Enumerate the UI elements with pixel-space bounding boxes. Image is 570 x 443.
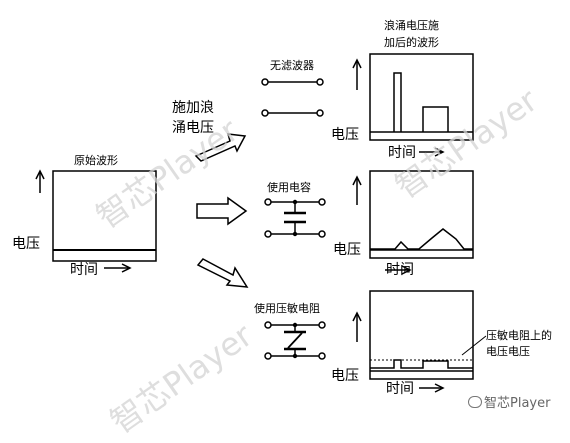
voltage-arrow-3 (352, 311, 362, 342)
block-arrow-up (194, 133, 247, 162)
capacitor-label: 使用电容 (267, 181, 311, 194)
varistor-zigzag (287, 332, 303, 349)
no-filter-symbol (261, 78, 324, 117)
surge-bump-no-filter (422, 106, 449, 132)
waveform-box-capacitor (369, 170, 474, 259)
original-waveform-box (52, 170, 157, 262)
clamped-trace-varistor (370, 359, 473, 369)
original-voltage-arrow (35, 169, 45, 193)
voltage-arrow-1 (352, 58, 362, 90)
filtered-trace-capacitor (370, 228, 473, 250)
voltage-label-2: 电压 (333, 242, 361, 258)
varistor-junction-bottom (292, 353, 298, 359)
capacitor-symbol (264, 198, 326, 238)
block-arrow-down (196, 258, 249, 288)
time-label-1: 时间 (388, 145, 416, 161)
time-arrow-2 (385, 265, 412, 275)
annotation-leader-line (461, 335, 487, 356)
varistor-junction-top (292, 322, 298, 328)
diagram-canvas (35, 53, 487, 393)
waveform-box-no-filter (369, 53, 474, 141)
watermark-badge: 智芯Player (468, 392, 550, 411)
varistor-symbol (264, 321, 326, 360)
surge-filter-diagram: 原始波形 电压 时间 施加浪 涌电压 浪涌电压施 加后的波形 无滤波器 电压 时… (12, 19, 552, 441)
capacitor-junction-bottom (292, 231, 298, 237)
time-arrow-1 (419, 147, 445, 157)
voltage-label-1: 电压 (331, 127, 359, 143)
original-voltage-label: 电压 (12, 236, 40, 252)
result-title-line2: 加后的波形 (384, 36, 439, 49)
time-label-3: 时间 (386, 381, 414, 397)
result-title-line1: 浪涌电压施 (384, 19, 439, 32)
voltage-arrow-2 (352, 175, 362, 205)
wechat-icon (468, 396, 482, 408)
original-time-arrow (104, 263, 132, 273)
surge-label-line2: 涌电压 (172, 120, 214, 136)
varistor-annotation-line2: 电压电压 (486, 345, 530, 358)
voltage-label-3: 电压 (331, 368, 359, 384)
capacitor-junction-top (292, 199, 298, 205)
watermark-badge-text: 智芯Player (484, 396, 551, 411)
surge-spike-no-filter (393, 72, 402, 132)
no-filter-label: 无滤波器 (270, 59, 314, 72)
time-arrow-3 (419, 383, 445, 393)
original-time-label: 时间 (70, 262, 98, 278)
surge-label-line1: 施加浪 (172, 100, 214, 116)
original-waveform-title: 原始波形 (74, 154, 118, 167)
varistor-annotation-line1: 压敏电阻上的 (486, 329, 552, 342)
time-label-2: 时间 (386, 262, 414, 278)
block-arrow-right (196, 196, 248, 226)
waveform-box-varistor (369, 290, 487, 380)
varistor-label: 使用压敏电阻 (254, 302, 320, 315)
